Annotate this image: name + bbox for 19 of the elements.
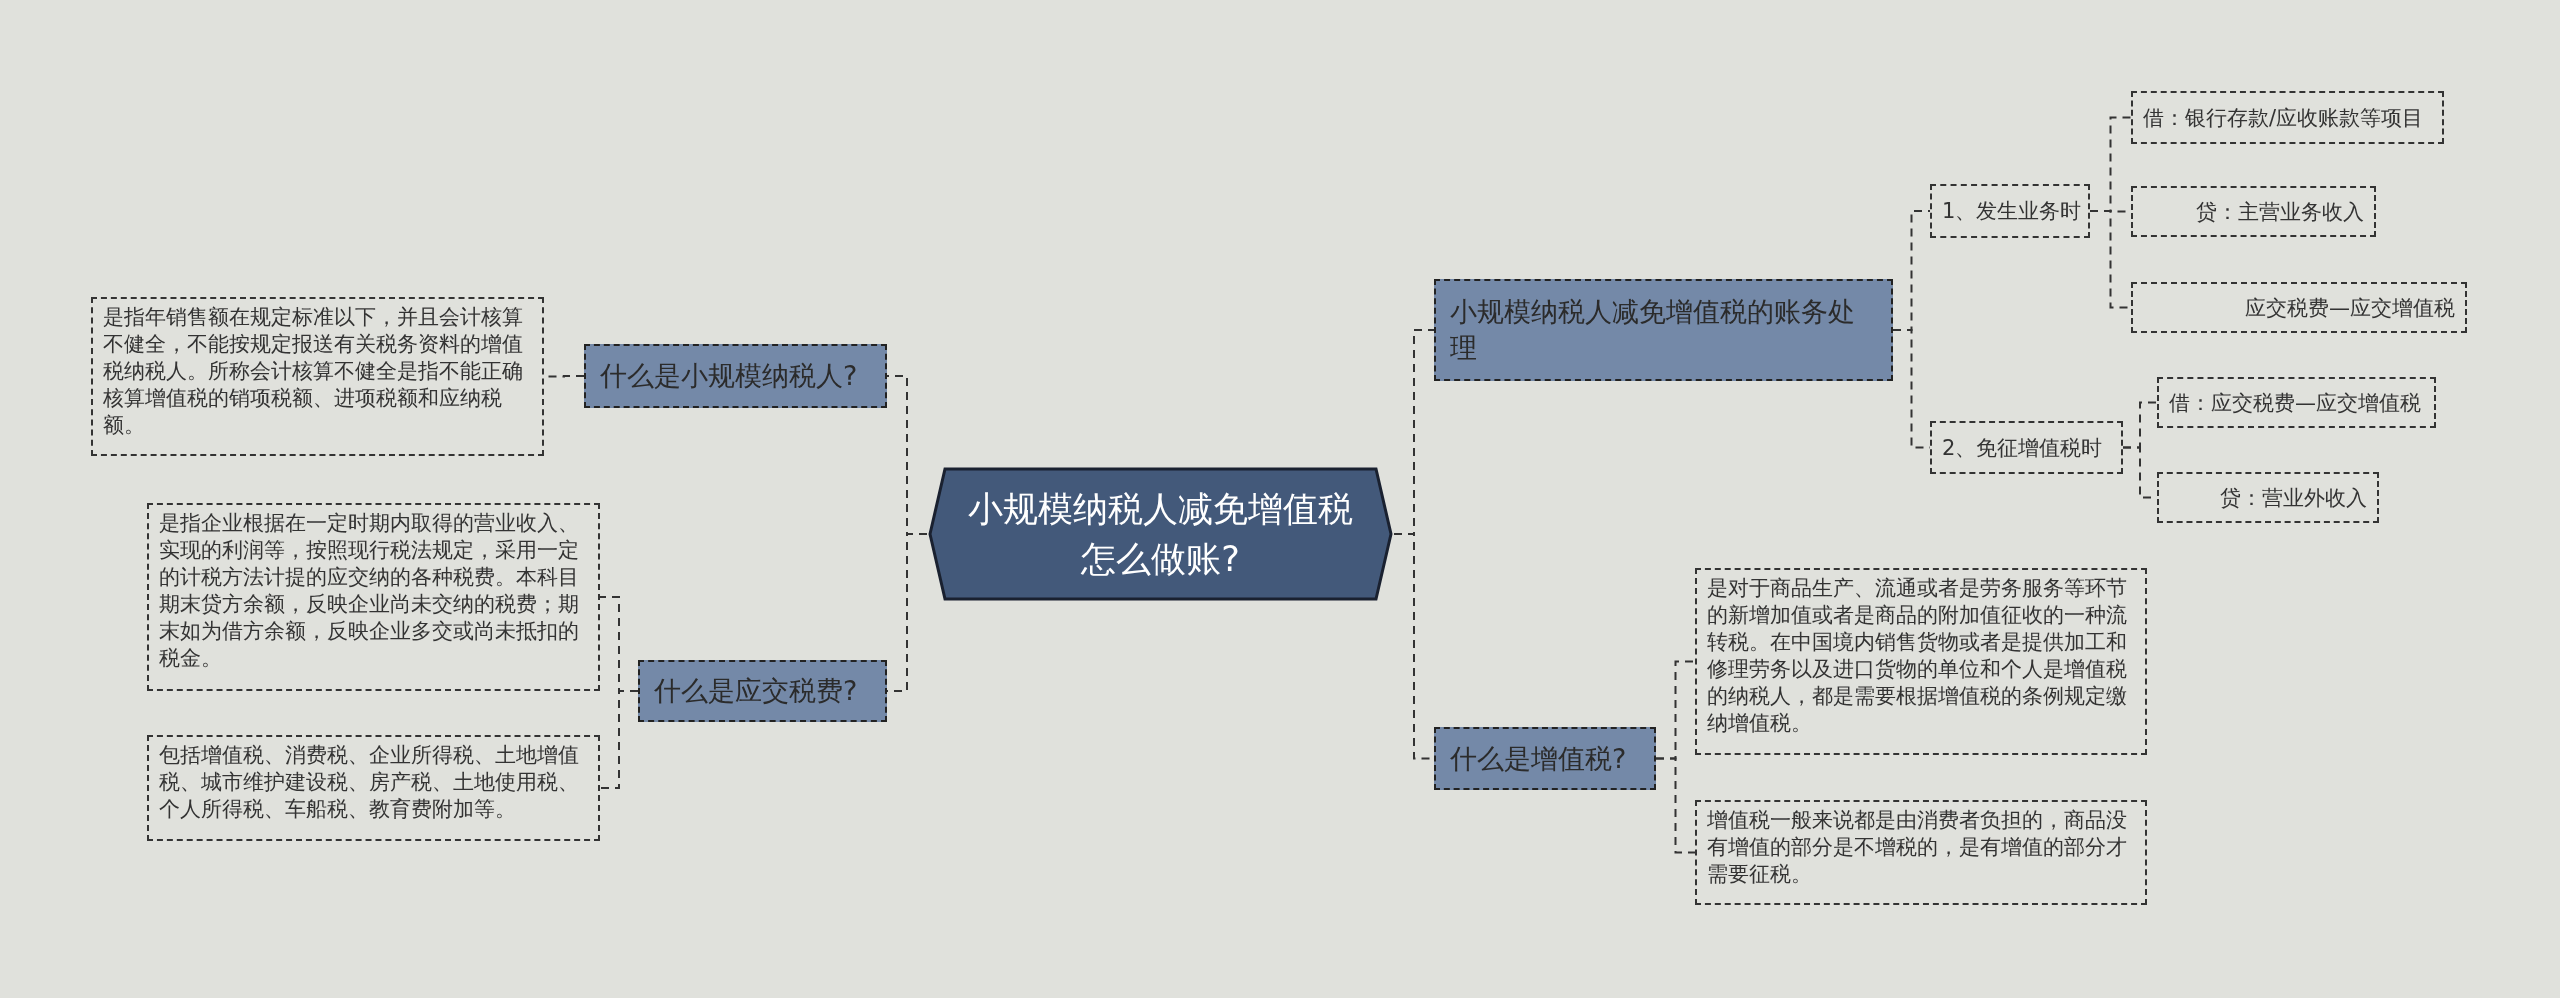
topic-box: 什么是小规模纳税人?: [584, 344, 887, 408]
subtopic-box: 贷：主营业务收入: [2131, 186, 2376, 237]
note-box: 增值税一般来说都是由消费者负担的，商品没有增值的部分是不增税的，是有增值的部分才需要征税。: [1695, 800, 2147, 905]
connector-line: [1655, 757, 1696, 854]
connector-line: [599, 690, 639, 789]
subtopic-box: 借：银行存款/应收账款等项目: [2131, 91, 2444, 144]
note-box: 是对于商品生产、流通或者是劳务服务等环节的新增加值或者是商品的附加值征收的一种流转税。在中国境内销售货物或者是提供加工和修理劳务以及进口货物的单位和个人是增值税的纳税人，都是需要根据增值税的条例规定缴纳增值税。: [1695, 568, 2147, 755]
topic-box: 小规模纳税人减免增值税的账务处理: [1434, 279, 1893, 381]
subtopic-box: 借：应交税费—应交增值税: [2157, 377, 2436, 428]
subtopic-box: 1、发生业务时: [1930, 184, 2090, 238]
topic-box: 什么是应交税费?: [638, 660, 887, 722]
note-box: 包括增值税、消费税、企业所得税、土地增值税、城市维护建设税、房产税、土地使用税、个人所得税、车船税、教育费附加等。: [147, 735, 600, 841]
topic-box: 什么是增值税?: [1434, 727, 1656, 790]
subtopic-box: 2、免征增值税时: [1930, 421, 2123, 474]
title-hexagon: 小规模纳税人减免增值税怎么做账?: [927, 467, 1394, 601]
subtopic-box: 应交税费—应交增值税: [2131, 282, 2467, 333]
note-box: 是指年销售额在规定标准以下，并且会计核算不健全，不能按规定报送有关税务资料的增值税纳税人。所称会计核算不健全是指不能正确核算增值税的销项税额、进项税额和应纳税额。: [91, 297, 544, 456]
subtopic-box: 贷：营业外收入: [2157, 472, 2379, 523]
note-box: 是指企业根据在一定时期内取得的营业收入、实现的利润等，按照现行税法规定，采用一定的计税方法计提的应交纳的各种税费。本科目期末贷方余额，反映企业尚未交纳的税费；期末如为借方余额，反映企业多交或尚未抵扣的税金。: [147, 503, 600, 691]
